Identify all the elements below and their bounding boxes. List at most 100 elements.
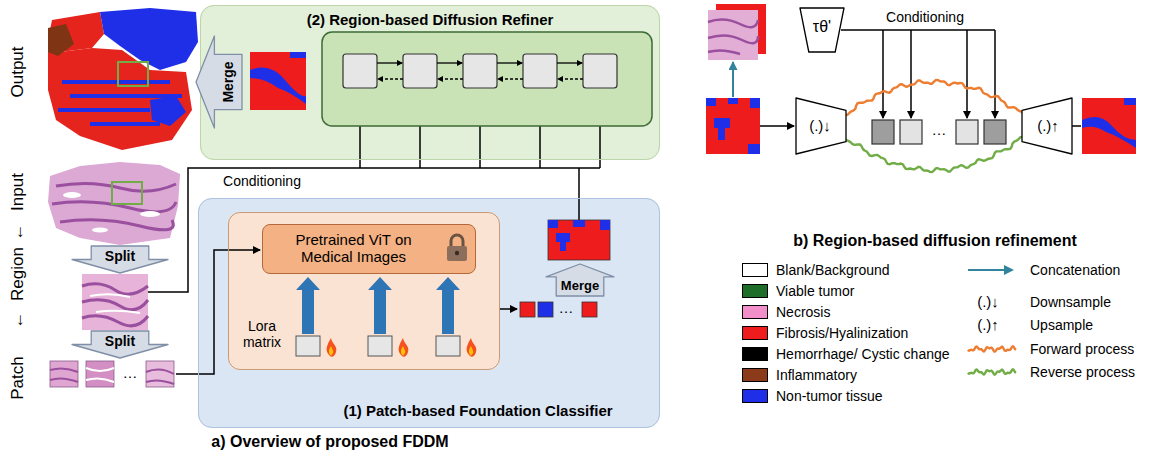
input-mask — [706, 98, 760, 154]
encoder-symbol: τθ' — [813, 18, 831, 36]
art-polygon — [368, 277, 392, 334]
legend-text: Viable tumor — [776, 283, 854, 299]
legend-text: Necrosis — [776, 304, 830, 320]
legend-text: Forward process — [1030, 341, 1134, 357]
art-rect — [583, 54, 617, 88]
art-rect — [600, 220, 610, 230]
legend-wave-line — [968, 369, 1016, 374]
prediction-arrow — [500, 308, 517, 310]
art-rect — [573, 220, 585, 227]
pretrained-vit-box: Pretrained ViT on Medical Images — [262, 224, 476, 274]
conditioning-arrow — [882, 30, 884, 118]
lora-label: Lora matrix — [233, 318, 291, 350]
art-path — [327, 338, 337, 357]
art-rect — [447, 246, 467, 261]
output-mask — [1082, 98, 1136, 154]
arrow-label: Split — [105, 333, 135, 349]
conditioning-arrow — [966, 30, 968, 118]
art-rect — [548, 220, 558, 228]
legend-arrow-line — [968, 269, 1006, 271]
art-path — [401, 346, 405, 355]
lora-update-arrows — [296, 277, 460, 334]
legend-swatch — [742, 284, 768, 298]
legend-swatch — [742, 326, 768, 340]
art-path — [467, 338, 477, 357]
merge-arrow-shape — [196, 36, 242, 128]
art-line — [377, 62, 402, 63]
legend-symbol: (.)↓ — [977, 293, 999, 310]
legend-text: Inflammatory — [776, 367, 857, 383]
legend-swatch — [742, 368, 768, 382]
lora-vit-container: Lora matrix Pretrained ViT on Medical Ima… — [228, 212, 500, 370]
art-path — [90, 294, 140, 313]
classifier-panel-ground — [198, 198, 660, 428]
split-arrow: Split — [72, 331, 168, 358]
art-g — [327, 338, 337, 357]
art-rect — [403, 54, 437, 88]
encoder-trapezoid: τθ' — [800, 8, 844, 52]
art-rect — [343, 54, 377, 88]
art-g — [467, 338, 477, 357]
art-circle — [454, 250, 458, 254]
reverse-process-curve — [845, 137, 1023, 173]
art-path — [52, 183, 176, 229]
art-polygon — [48, 40, 192, 150]
art-rect — [560, 242, 566, 251]
legend-wave-sample — [964, 364, 1020, 380]
line-label: Conditioning — [886, 9, 964, 25]
forward-process-curve — [846, 80, 1024, 116]
art-path — [399, 338, 409, 357]
latent-blocks — [872, 120, 1006, 144]
art-path — [86, 368, 114, 382]
art-rect — [538, 302, 553, 317]
stage-label: Input — [8, 173, 28, 211]
art-ellipse — [63, 192, 81, 198]
patch-input-line — [176, 250, 260, 374]
stage-arrow: ← — [8, 312, 28, 329]
art-path — [708, 19, 758, 54]
legend-swatch — [742, 305, 768, 319]
ellipsis: … — [123, 364, 138, 381]
merge-arrow: Merge — [196, 36, 242, 128]
region-image — [82, 274, 148, 330]
art-rect — [548, 220, 610, 260]
stage-arrow: ← — [8, 224, 28, 241]
operator-symbol: (.)↓ — [809, 117, 831, 134]
legend-wave-sample — [964, 341, 1020, 357]
art-rect — [296, 336, 320, 356]
art-rect — [520, 302, 535, 317]
art-line — [557, 62, 582, 63]
art-path — [50, 368, 78, 382]
art-rect — [112, 182, 142, 204]
diffusion-blocks — [343, 54, 617, 88]
art-polygon — [150, 96, 186, 126]
downsample-trapezoid: (.)↓ — [796, 98, 846, 154]
ellipsis: … — [932, 121, 947, 138]
art-rect — [82, 274, 148, 330]
art-rect — [1082, 98, 1136, 154]
legend-text: Downsample — [1030, 294, 1111, 310]
art-polygon — [436, 277, 460, 334]
conditioning-arrow — [994, 30, 996, 118]
region-conditioning-line — [148, 168, 600, 292]
legend-symbol: (.)↑ — [977, 316, 999, 333]
legend-swatch — [742, 347, 768, 361]
merge-arrow-shape — [546, 264, 614, 296]
diffusion-unet-box — [322, 32, 652, 126]
art-rect — [118, 62, 148, 86]
art-path — [469, 346, 473, 355]
legend-text: Upsample — [1030, 317, 1093, 333]
art-rect — [250, 52, 306, 110]
legend-text: Non-tumor tissue — [776, 388, 883, 404]
art-line — [497, 62, 522, 63]
art-path — [1082, 117, 1136, 148]
operator-symbol: (.)↑ — [1037, 117, 1059, 134]
art-line — [558, 78, 583, 79]
art-rect — [436, 336, 460, 356]
art-line — [438, 78, 463, 79]
art-rect — [728, 98, 738, 104]
art-rect — [900, 120, 922, 144]
